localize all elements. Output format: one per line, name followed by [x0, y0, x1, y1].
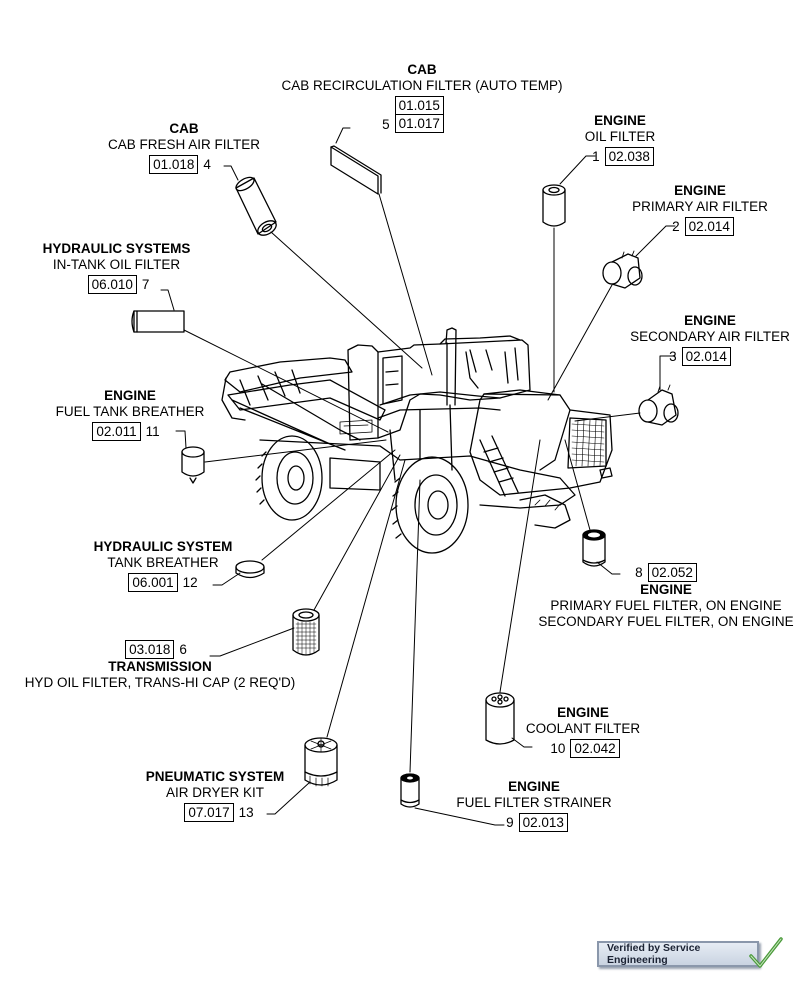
callout-4: CAB CAB FRESH AIR FILTER 01.018 4	[94, 121, 274, 174]
leader-lines	[160, 127, 676, 826]
callout-system: ENGINE	[684, 313, 736, 328]
fuel-tank-breather-part	[181, 446, 205, 484]
callout-system: ENGINE	[508, 779, 560, 794]
item-number: 1	[592, 148, 600, 164]
callout-description: FUEL TANK BREATHER	[55, 404, 205, 419]
cab-recirculation-filter-part	[330, 145, 382, 195]
item-number: 2	[672, 218, 680, 234]
callout-system: HYDRAULIC SYSTEMS	[42, 241, 191, 256]
part-ref-link[interactable]: 02.013	[518, 813, 568, 832]
engine-primary-air-filter-part	[602, 250, 643, 289]
callout-description: PRIMARY FUEL FILTER, ON ENGINE	[550, 598, 782, 613]
callout-description: OIL FILTER	[584, 129, 656, 144]
callout-system: ENGINE	[557, 705, 609, 720]
callout-system: PNEUMATIC SYSTEM	[145, 769, 285, 784]
item-number: 6	[179, 641, 187, 657]
callout-system: ENGINE	[594, 113, 646, 128]
part-ref-link[interactable]: 02.052	[647, 563, 697, 582]
callout-12: HYDRAULIC SYSTEM TANK BREATHER 06.001 12	[88, 539, 238, 592]
callout-description: HYD OIL FILTER, TRANS-HI CAP (2 REQ'D)	[24, 675, 296, 690]
engine-oil-filter-part	[542, 184, 566, 227]
callout-system: HYDRAULIC SYSTEM	[93, 539, 233, 554]
part-ref-link[interactable]: 06.010	[87, 275, 137, 294]
hydraulic-in-tank-oil-filter-part	[131, 310, 185, 333]
callout-9: ENGINE FUEL FILTER STRAINER 9 02.013	[446, 779, 622, 832]
item-number: 9	[506, 814, 514, 830]
transmission-hyd-oil-filter-part	[292, 608, 320, 656]
sprayer-machine-illustration	[221, 327, 613, 554]
callout-10: ENGINE COOLANT FILTER 10 02.042	[508, 705, 658, 758]
part-ref-link[interactable]: 02.014	[681, 347, 731, 366]
callout-description: COOLANT FILTER	[525, 721, 641, 736]
callout-6: 03.018 6 TRANSMISSION HYD OIL FILTER, TR…	[10, 640, 310, 691]
part-ref-link[interactable]: 02.011	[92, 422, 141, 441]
hydraulic-tank-breather-part	[235, 560, 265, 579]
callout-1: ENGINE OIL FILTER 1 02.038	[560, 113, 680, 166]
part-ref-link[interactable]: 02.042	[570, 739, 620, 758]
callout-description: FUEL FILTER STRAINER	[456, 795, 612, 810]
callout-description: PRIMARY AIR FILTER	[632, 199, 768, 214]
cab-fresh-air-filter-part	[235, 176, 277, 236]
callout-system: TRANSMISSION	[108, 659, 212, 674]
item-number: 12	[182, 574, 198, 590]
callout-13: PNEUMATIC SYSTEM AIR DRYER KIT 07.017 13	[140, 769, 290, 822]
callout-8: 8 02.052 ENGINE PRIMARY FUEL FILTER, ON …	[528, 563, 804, 630]
verified-badge: Verified by Service Engineering	[597, 941, 759, 967]
item-number: 7	[141, 276, 150, 292]
part-ref-link[interactable]: 03.018	[125, 640, 175, 659]
verified-badge-text: Verified by Service Engineering	[607, 942, 701, 966]
callout-system: ENGINE	[640, 582, 692, 597]
callout-system: CAB	[407, 62, 437, 77]
callout-description: SECONDARY AIR FILTER	[630, 329, 790, 344]
callout-system: CAB	[169, 121, 199, 136]
engine-fuel-filter-part	[582, 529, 606, 567]
part-ref-link[interactable]: 02.038	[604, 147, 654, 166]
callout-3: ENGINE SECONDARY AIR FILTER 3 02.014	[622, 313, 798, 366]
callout-system: ENGINE	[674, 183, 726, 198]
callout-description-2: SECONDARY FUEL FILTER, ON ENGINE	[538, 614, 794, 629]
engine-fuel-filter-strainer-part	[400, 773, 420, 808]
part-ref-link[interactable]: 02.014	[684, 217, 734, 236]
callout-2: ENGINE PRIMARY AIR FILTER 2 02.014	[620, 183, 780, 236]
item-number: 11	[145, 423, 160, 439]
pneumatic-air-dryer-part	[304, 737, 338, 787]
part-ref-link[interactable]: 01.017	[394, 115, 444, 133]
part-ref-link[interactable]: 06.001	[128, 573, 178, 592]
item-number: 10	[550, 740, 566, 756]
callout-5: CAB CAB RECIRCULATION FILTER (AUTO TEMP)…	[262, 62, 582, 133]
item-number: 3	[669, 348, 677, 364]
callout-11: ENGINE FUEL TANK BREATHER 02.011 11	[48, 388, 212, 441]
item-number: 8	[635, 564, 643, 580]
callout-system: ENGINE	[104, 388, 156, 403]
item-number: 4	[203, 156, 211, 172]
engine-secondary-air-filter-part	[638, 384, 679, 426]
part-ref-link[interactable]: 07.017	[184, 803, 234, 822]
callout-7: HYDRAULIC SYSTEMS IN-TANK OIL FILTER 06.…	[34, 241, 199, 294]
checkmark-icon	[749, 937, 783, 968]
item-number: 5	[382, 117, 390, 132]
callout-description: CAB FRESH AIR FILTER	[107, 137, 261, 152]
part-ref-link[interactable]: 01.015	[394, 96, 444, 115]
callout-description: TANK BREATHER	[107, 555, 219, 570]
callout-description: CAB RECIRCULATION FILTER (AUTO TEMP)	[281, 78, 563, 93]
callout-description: IN-TANK OIL FILTER	[52, 257, 181, 272]
item-number: 13	[238, 804, 254, 820]
callout-description: AIR DRYER KIT	[165, 785, 265, 800]
part-ref-link[interactable]: 01.018	[149, 155, 199, 174]
